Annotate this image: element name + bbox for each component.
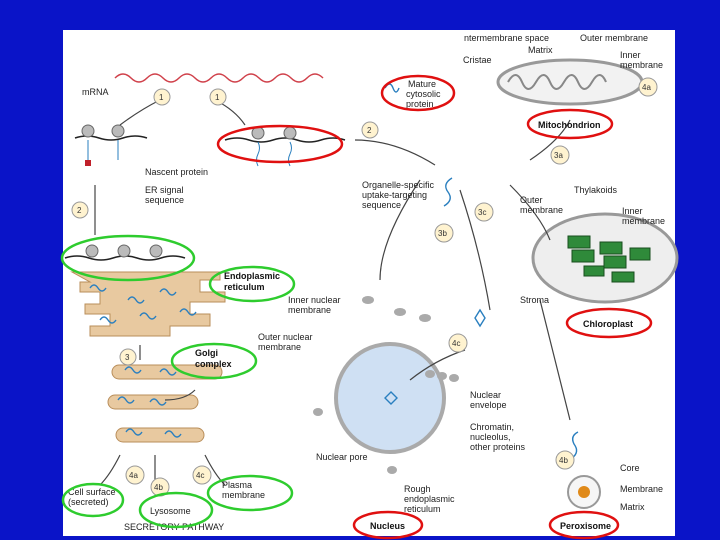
label-plasma-membrane-1: Plasma bbox=[222, 480, 252, 490]
label-peroxisome: Peroxisome bbox=[560, 521, 611, 531]
highlight-golgi bbox=[170, 342, 258, 380]
step-2b: 2 bbox=[77, 206, 82, 215]
label-inner-nuclear-2: membrane bbox=[288, 305, 331, 315]
label-cell-surface-1: Cell surface bbox=[68, 487, 116, 497]
step-3-golgi: 3 bbox=[125, 353, 130, 362]
highlight-nucleus bbox=[352, 510, 424, 540]
label-plasma-membrane-2: membrane bbox=[222, 490, 265, 500]
highlight-er bbox=[208, 265, 296, 303]
step-markers bbox=[71, 77, 658, 497]
label-er-signal-2: sequence bbox=[145, 195, 184, 205]
mrna-strand bbox=[114, 73, 324, 83]
highlight-plasma-membrane bbox=[206, 474, 294, 512]
label-mrna: mRNA bbox=[82, 87, 109, 97]
step-4c-nucleus: 4c bbox=[452, 339, 460, 348]
label-inner-nuclear-1: Inner nuclear bbox=[288, 295, 341, 305]
label-core: Core bbox=[620, 463, 640, 473]
step-3c: 3c bbox=[478, 208, 486, 217]
label-outer-membrane-chloro-1: Outer bbox=[520, 195, 543, 205]
step-4a-secretory: 4a bbox=[129, 471, 138, 480]
protein-chains bbox=[89, 83, 579, 459]
label-cell-surface-2: (secreted) bbox=[68, 497, 109, 507]
label-inner-membrane-chloro-1: Inner bbox=[622, 206, 643, 216]
label-mature-protein-1: Mature bbox=[408, 79, 436, 89]
label-stroma: Stroma bbox=[520, 295, 549, 305]
highlight-er-strand bbox=[60, 234, 196, 282]
step-1b: 1 bbox=[215, 93, 220, 102]
highlight-chloroplast bbox=[565, 307, 653, 339]
label-outer-nuclear-2: membrane bbox=[258, 342, 301, 352]
label-chromatin-2: nucleolus, bbox=[470, 432, 511, 442]
label-membrane-perox: Membrane bbox=[620, 484, 663, 494]
highlight-lysosome bbox=[138, 491, 214, 529]
step-3a: 3a bbox=[554, 151, 563, 160]
label-intermembrane-space: ntermembrane space bbox=[464, 33, 549, 43]
label-outer-membrane-mito: Outer membrane bbox=[580, 33, 648, 43]
label-mitochondrion: Mitochondrion bbox=[538, 120, 601, 130]
label-thylakoids: Thylakoids bbox=[574, 185, 618, 195]
highlight-ribosome-strand bbox=[216, 124, 344, 164]
label-nuclear-pore: Nuclear pore bbox=[316, 452, 368, 462]
step-2a: 2 bbox=[367, 126, 372, 135]
highlight-peroxisome bbox=[548, 510, 620, 540]
label-nascent-protein: Nascent protein bbox=[145, 167, 208, 177]
label-chromatin-3: other proteins bbox=[470, 442, 526, 452]
label-nucleus: Nucleus bbox=[370, 521, 405, 531]
nucleus bbox=[313, 296, 459, 474]
endoplasmic-reticulum-shape bbox=[70, 271, 226, 337]
label-cristae: Cristae bbox=[463, 55, 492, 65]
peroxisome bbox=[567, 475, 601, 509]
step-4a-mito: 4a bbox=[642, 83, 651, 92]
label-golgi-2: complex bbox=[195, 359, 232, 369]
label-er-signal-1: ER signal bbox=[145, 185, 184, 195]
label-inner-membrane-mito-1: Inner bbox=[620, 50, 641, 60]
ribosome-strand-left bbox=[74, 124, 148, 166]
ribosome-strand-right bbox=[224, 126, 346, 167]
step-4b-secretory: 4b bbox=[154, 483, 163, 492]
label-inner-membrane-mito-2: membrane bbox=[620, 60, 663, 70]
label-mature-protein-2: cytosolic bbox=[406, 89, 441, 99]
label-organelle-seq-3: sequence bbox=[362, 200, 401, 210]
step-4b-perox: 4b bbox=[559, 456, 568, 465]
label-outer-membrane-chloro-2: membrane bbox=[520, 205, 563, 215]
label-mature-protein-3: protein bbox=[406, 99, 434, 109]
label-organelle-seq-1: Organelle-specific bbox=[362, 180, 435, 190]
label-nuclear-envelope-2: envelope bbox=[470, 400, 507, 410]
label-rough-er-1: Rough bbox=[404, 484, 431, 494]
step-1a: 1 bbox=[159, 93, 164, 102]
label-matrix-mito: Matrix bbox=[528, 45, 553, 55]
label-rough-er-2: endoplasmic bbox=[404, 494, 455, 504]
label-er-1: Endoplasmic bbox=[224, 271, 280, 281]
label-outer-nuclear-1: Outer nuclear bbox=[258, 332, 313, 342]
label-rough-er-3: reticulum bbox=[404, 504, 441, 514]
label-organelle-seq-2: uptake-targeting bbox=[362, 190, 427, 200]
ribosome-strand-er bbox=[64, 244, 186, 261]
label-chloroplast: Chloroplast bbox=[583, 319, 633, 329]
label-inner-membrane-chloro-2: membrane bbox=[622, 216, 665, 226]
highlight-mitochondrion bbox=[526, 108, 614, 140]
label-golgi-1: Golgi bbox=[195, 348, 218, 358]
highlight-cell-surface bbox=[61, 482, 125, 518]
chloroplast bbox=[531, 212, 679, 304]
highlight-mature-protein bbox=[380, 74, 456, 112]
label-nuclear-envelope-1: Nuclear bbox=[470, 390, 501, 400]
label-er-2: reticulum bbox=[224, 282, 265, 292]
step-3b: 3b bbox=[438, 229, 447, 238]
label-lysosome: Lysosome bbox=[150, 506, 191, 516]
label-matrix-perox: Matrix bbox=[620, 502, 645, 512]
label-chromatin-1: Chromatin, bbox=[470, 422, 514, 432]
step-4c-secretory: 4c bbox=[196, 471, 204, 480]
